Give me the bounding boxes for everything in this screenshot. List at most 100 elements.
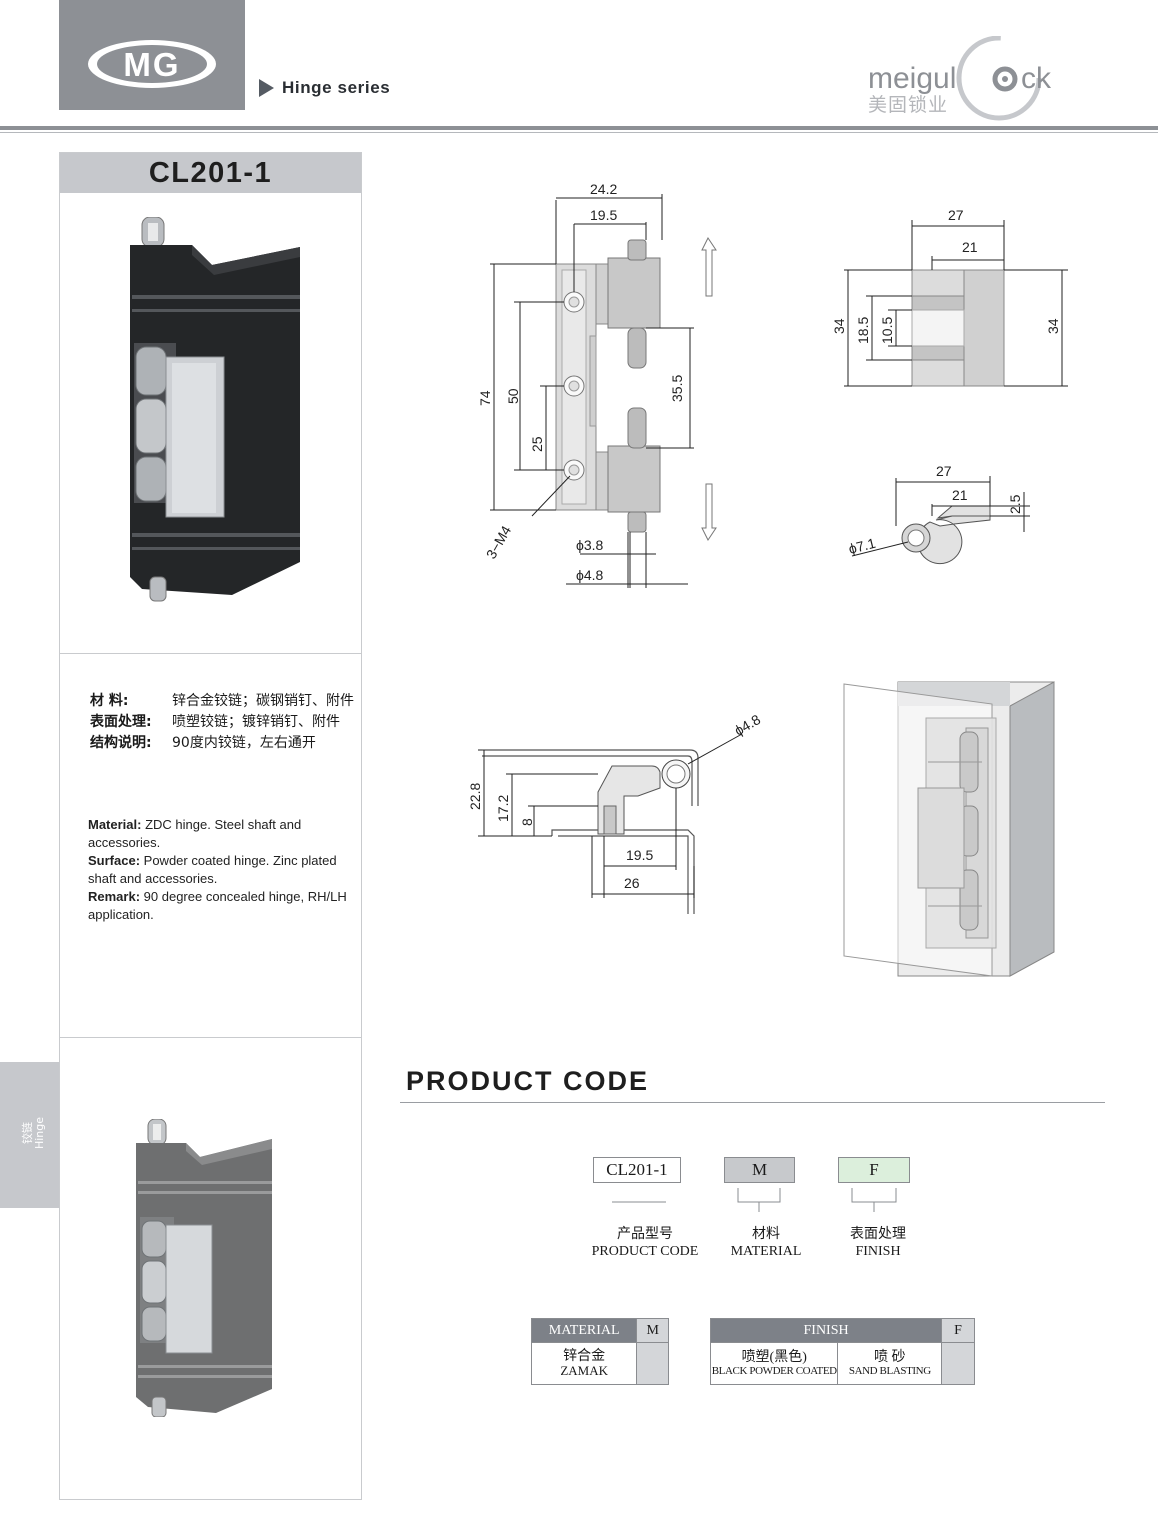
code-label-cn: 产品型号	[617, 1227, 673, 1242]
dim-side-w-outer: 27	[948, 207, 964, 223]
divider	[60, 1037, 361, 1038]
header-rule-thin	[0, 132, 1158, 133]
code-box-model: CL201-1	[593, 1157, 681, 1183]
dim-mounted-h-mid: 17.2	[495, 795, 511, 822]
installation-3d-illustration	[843, 681, 1055, 977]
spec-en-surface: Surface: Powder coated hinge. Zinc plate…	[88, 852, 348, 888]
dim-side-w-inner: 21	[962, 239, 978, 255]
material-table-code: M	[636, 1318, 669, 1343]
finish-option-powder: 喷塑(黑色) BLACK POWDER COATED	[709, 1342, 839, 1385]
spec-en-key: Surface:	[88, 853, 141, 868]
finish-table-code: F	[941, 1318, 975, 1343]
dim-side-h-mid: 18.5	[855, 317, 871, 344]
spec-en-value: Powder coated hinge. Zinc plated shaft a…	[88, 853, 337, 886]
spec-en-remark: Remark: 90 degree concealed hinge, RH/LH…	[88, 888, 348, 924]
model-title: CL201-1	[148, 156, 273, 189]
code-label-model: 产品型号 PRODUCT CODE	[580, 1226, 710, 1260]
dim-front-h-half: 25	[529, 436, 545, 452]
finish-option-en: BLACK POWDER COATED	[711, 1364, 837, 1377]
dim-profile-eye: ϕ7.1	[847, 535, 878, 557]
mg-logo: MG	[88, 40, 216, 88]
material-table-header: MATERIAL	[530, 1318, 638, 1343]
spec-key: 结构说明:	[90, 735, 152, 751]
side-tab	[0, 1062, 59, 1208]
header-rule	[0, 126, 1158, 130]
spec-en-value: ZDC hinge. Steel shaft and accessories.	[88, 817, 302, 850]
series-heading: Hinge series	[259, 78, 390, 98]
dim-front-pin-large: ϕ4.8	[576, 567, 604, 583]
dim-side-h-inner: 10.5	[879, 317, 895, 344]
dim-mounted-pin: ϕ4.8	[732, 711, 764, 739]
side-view-drawing: 27 21 34 18.5 10.5 34	[831, 207, 1068, 387]
spec-value: 喷塑铰链；镀锌销钉、附件	[172, 714, 340, 730]
code-label-en: MATERIAL	[730, 1244, 802, 1259]
spec-key: 表面处理:	[90, 714, 152, 730]
finish-option-sand: 喷 砂 SAND BLASTING	[837, 1342, 943, 1385]
product-code-rule	[400, 1102, 1105, 1103]
code-label-material: 材料 MATERIAL	[712, 1226, 820, 1260]
model-bar: CL201-1	[60, 153, 361, 193]
side-tab-en: Hinge	[33, 1116, 46, 1150]
dim-side-h-right: 34	[1045, 318, 1061, 334]
spec-row-material: 材 料: 锌合金铰链；碳钢销钉、附件	[90, 691, 360, 712]
material-option-zamak: 锌合金 ZAMAK	[530, 1342, 638, 1385]
material-code-cell	[636, 1342, 669, 1385]
material-table: MATERIAL M 锌合金 ZAMAK	[530, 1318, 669, 1385]
dim-front-w-inner: 19.5	[590, 207, 617, 223]
dim-front-gap: 35.5	[669, 375, 685, 402]
dim-profile-thk: 2.5	[1007, 494, 1023, 514]
code-box-material: M	[724, 1157, 795, 1183]
code-label-cn: 表面处理	[850, 1227, 906, 1242]
finish-option-cn: 喷塑(黑色)	[741, 1349, 807, 1365]
dim-profile-w-outer: 27	[936, 463, 952, 479]
brand-name-left: meigul	[868, 62, 956, 95]
product-info-panel: CL201-1 材 料: 锌合金铰链；碳钢销钉、附件 表面处理: 喷塑铰链；镀锌…	[59, 152, 362, 1500]
series-label: Hinge series	[282, 78, 391, 97]
finish-table-header: FINISH	[709, 1318, 943, 1343]
divider	[60, 653, 361, 654]
side-tab-label: 铰链 Hinge	[21, 1108, 46, 1158]
dim-profile-w-inner: 21	[952, 487, 968, 503]
triangle-bullet-icon	[259, 79, 274, 97]
dim-front-pin-small: ϕ3.8	[576, 537, 604, 553]
spec-row-surface: 表面处理: 喷塑铰链；镀锌销钉、附件	[90, 712, 360, 733]
code-connectors	[612, 1188, 897, 1212]
brand-name-right: ck	[1021, 62, 1052, 95]
finish-option-cn: 喷 砂	[874, 1349, 906, 1365]
dim-side-h-left: 34	[831, 318, 847, 334]
spec-key: 材 料:	[90, 693, 129, 709]
dim-mounted-w-outer: 26	[624, 875, 640, 891]
code-label-finish: 表面处理 FINISH	[826, 1226, 930, 1260]
specs-en: Material: ZDC hinge. Steel shaft and acc…	[88, 816, 348, 924]
dim-front-h-holes: 50	[505, 388, 521, 404]
finish-table: FINISH F 喷塑(黑色) BLACK POWDER COATED 喷 砂 …	[709, 1318, 975, 1385]
code-label-en: FINISH	[855, 1244, 901, 1259]
finish-option-en: SAND BLASTING	[848, 1364, 931, 1377]
spec-en-material: Material: ZDC hinge. Steel shaft and acc…	[88, 816, 348, 852]
dim-front-w-outer: 24.2	[590, 181, 617, 197]
spec-en-key: Remark:	[88, 889, 141, 904]
profile-drawing: 27 21 2.5 ϕ7.1	[847, 463, 1030, 565]
dim-mounted-w-inner: 19.5	[626, 847, 653, 863]
material-option-en: ZAMAK	[560, 1363, 608, 1378]
spec-en-key: Material:	[88, 817, 142, 832]
dim-mounted-h-outer: 22.8	[467, 783, 483, 810]
meigulock-brand-logo: meigul ck 美固锁业	[868, 36, 1052, 121]
black-hinge-photo	[130, 217, 300, 602]
code-box-finish: F	[838, 1157, 910, 1183]
material-option-cn: 锌合金	[563, 1349, 606, 1364]
spec-row-structure: 结构说明: 90度内铰链，左右通开	[90, 733, 360, 754]
mounted-section-drawing: ϕ4.8 22.8 17.2 8 19.5 26	[467, 711, 764, 914]
spec-value: 锌合金铰链；碳钢销钉、附件	[172, 693, 354, 709]
brand-cn: 美固锁业	[868, 94, 948, 116]
dim-front-h-total: 74	[477, 390, 493, 406]
sandblasted-hinge-photo	[136, 1119, 272, 1417]
front-view-drawing: 24.2 19.5 74 50 25 35.5 3−M4 ϕ3.8 ϕ4.8	[477, 181, 717, 588]
mg-logo-text: MG	[123, 46, 180, 83]
finish-code-cell	[941, 1342, 975, 1385]
specs-cn: 材 料: 锌合金铰链；碳钢销钉、附件 表面处理: 喷塑铰链；镀锌销钉、附件 结构…	[90, 691, 360, 754]
code-label-en: PRODUCT CODE	[591, 1244, 699, 1259]
code-label-cn: 材料	[752, 1227, 780, 1242]
dim-front-holes: 3−M4	[483, 523, 515, 562]
spec-value: 90度内铰链，左右通开	[172, 735, 316, 751]
